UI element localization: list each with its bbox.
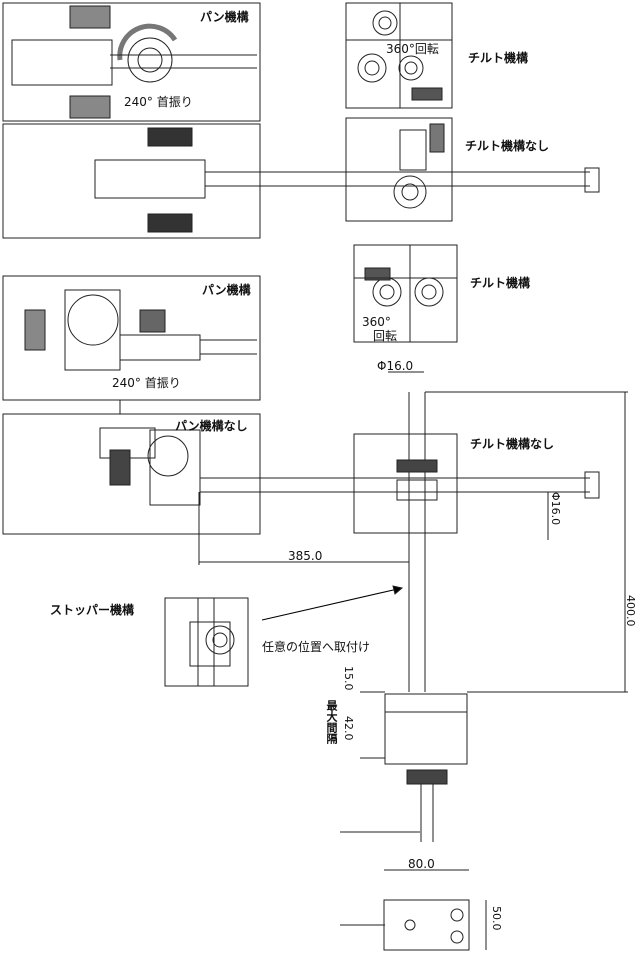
no-tilt-view-middle-box xyxy=(353,433,458,534)
clamp-body xyxy=(384,693,468,765)
label-tilt-middle: チルト機構 xyxy=(470,276,531,290)
pan-body xyxy=(11,39,113,86)
label-rotation-a: 360° xyxy=(362,315,391,329)
rod-view-top-box xyxy=(2,123,261,239)
dim-rod-diameter-side: Φ16.0 xyxy=(549,492,562,526)
label-rotation-b: 回転 xyxy=(373,329,398,343)
dim-clamp-gap: 42.0 xyxy=(342,716,355,741)
label-no-pan: パン機構なし xyxy=(175,419,248,433)
base-plate xyxy=(383,899,470,951)
label-arbitrary-position: 任意の位置へ取付け xyxy=(262,640,371,654)
tilt-view-box xyxy=(345,2,453,109)
knob-2-top xyxy=(147,127,193,147)
pan-hub xyxy=(127,37,173,83)
pan-view-middle-box xyxy=(2,275,261,401)
label-swing-top: 240° 首振り xyxy=(124,95,193,109)
pan-view-top-box xyxy=(2,2,261,122)
dim-rod-diameter-top: Φ16.0 xyxy=(377,359,414,373)
no-pan-view-box xyxy=(2,413,261,535)
label-rotation-top: 360°回転 xyxy=(386,42,439,56)
stopper-view-box xyxy=(164,597,249,687)
label-no-tilt-top: チルト機構なし xyxy=(465,139,550,153)
no-tilt-view-box xyxy=(345,117,453,222)
label-tilt-top: チルト機構 xyxy=(468,51,529,65)
label-no-tilt-middle: チルト機構なし xyxy=(470,437,555,451)
dim-arm-length: 385.0 xyxy=(288,549,323,563)
knob-bottom xyxy=(69,95,111,119)
dim-base-width: 80.0 xyxy=(408,857,435,871)
label-swing-middle: 240° 首振り xyxy=(112,376,181,390)
dim-height: 400.0 xyxy=(624,595,637,627)
label-pan-top: パン機構 xyxy=(200,10,249,24)
leader-arrow xyxy=(261,587,403,621)
label-pan-middle: パン機構 xyxy=(202,283,251,297)
knob-top xyxy=(69,5,111,29)
knob-2-bottom xyxy=(147,213,193,233)
clamp-body-2 xyxy=(94,159,206,199)
label-stopper: ストッパー機構 xyxy=(50,603,135,617)
dim-base-depth: 50.0 xyxy=(490,906,503,931)
tilt-view-middle-box xyxy=(353,244,458,343)
dim-offset: 15.0 xyxy=(342,666,355,691)
label-max-gap: 最大間隔 xyxy=(325,700,338,744)
